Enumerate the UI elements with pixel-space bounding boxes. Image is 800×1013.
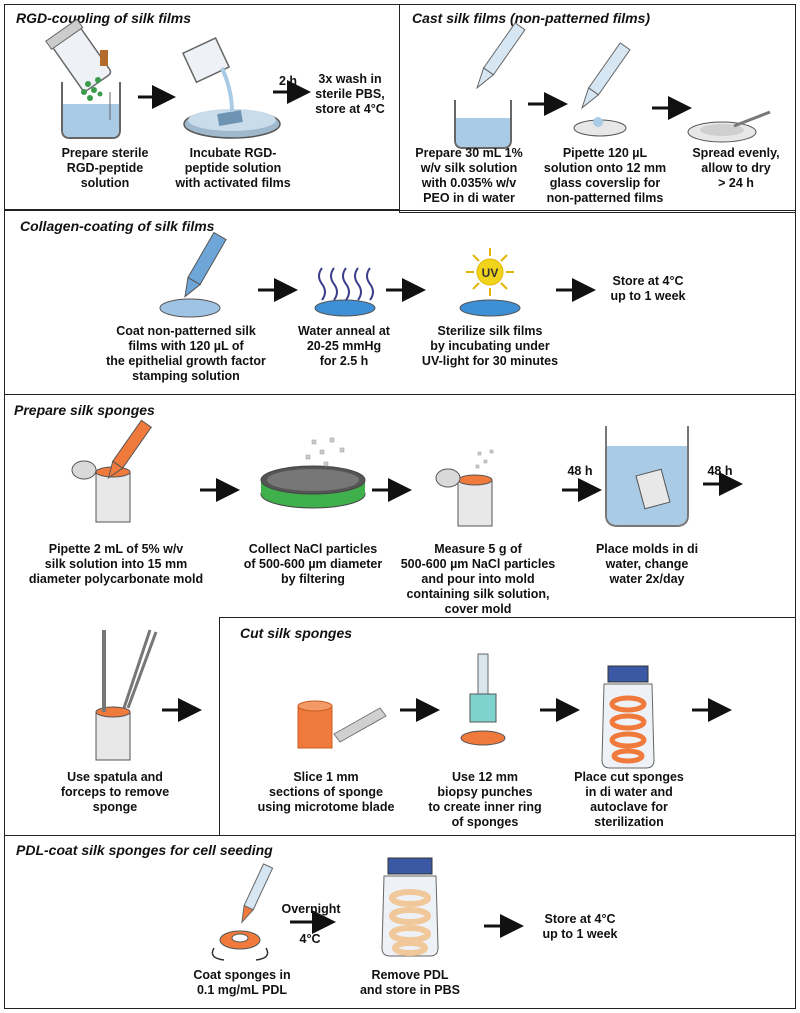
collagen-step4-caption: Store at 4°C up to 1 week (610, 274, 686, 303)
peptide-particles-icon (81, 77, 103, 101)
pipette-icon (581, 42, 631, 110)
rgd-title: RGD-coupling of silk films (16, 10, 192, 26)
vial-cap-icon (100, 50, 108, 66)
beaker-icon (61, 82, 121, 139)
cut-step1-caption: Slice 1 mm sections of sponge using micr… (257, 770, 395, 814)
film-icon (459, 299, 521, 317)
sponges-arrow-label-b: 48 h (707, 464, 733, 478)
cast-title: Cast silk films (non-patterned films) (412, 10, 651, 26)
vial-icon (381, 857, 439, 957)
sponges-step1-caption: Pipette 2 mL of 5% w/v silk solution int… (28, 542, 204, 586)
petri-dish-icon (183, 109, 281, 139)
blade-icon (333, 707, 387, 743)
pipette-icon (107, 419, 152, 480)
pipette-icon (241, 863, 274, 924)
pouring-cup-icon (181, 37, 231, 84)
pdl-step1-caption: Coat sponges in 0.1 mg/mL PDL (193, 968, 291, 997)
mold-icon (71, 460, 131, 523)
pdl-title: PDL-coat silk sponges for cell seeding (16, 842, 273, 858)
uv-sun-icon (466, 248, 514, 296)
sponges-step5-caption: Use spatula and forceps to remove sponge (60, 770, 170, 814)
pdl-step3-caption: Store at 4°C up to 1 week (542, 912, 618, 941)
sponges-step4-caption: Place molds in di water, change water 2x… (595, 542, 699, 586)
collagen-title: Collagen-coating of silk films (20, 218, 215, 234)
salt-particles-icon (475, 449, 494, 469)
forceps-icon (122, 629, 158, 709)
mold-icon (435, 468, 493, 527)
sponges-step2-caption: Collect NaCl particles of 500-600 µm dia… (243, 542, 383, 586)
uv-label: UV (482, 266, 499, 280)
sponges-step3-caption: Measure 5 g of 500-600 µm NaCl particles… (400, 542, 556, 616)
beaker-icon (605, 426, 689, 527)
sponges-arrow-label-a: 48 h (567, 464, 593, 478)
cast-step3-caption: Spread evenly, allow to dry > 24 h (692, 146, 780, 190)
tube-icon (45, 18, 112, 92)
rgd-step2-caption: Incubate RGD- peptide solution with acti… (175, 146, 291, 190)
rgd-step1-caption: Prepare sterile RGD-peptide solution (61, 146, 149, 190)
cut-title: Cut silk sponges (240, 625, 353, 641)
spread-coverslip-icon (687, 110, 771, 143)
film-icon (159, 298, 221, 318)
sponge-cylinder-icon (297, 700, 333, 749)
pipette-icon (184, 231, 227, 298)
collagen-step2-caption: Water anneal at 20-25 mmHg for 2.5 h (298, 324, 390, 368)
film-icon (314, 299, 376, 317)
mold-icon (95, 706, 131, 761)
filter-sieve-icon (260, 465, 366, 509)
pdl-arrow-label-top: Overnight (281, 902, 341, 916)
cut-step3-caption: Place cut sponges in di water and autocl… (574, 770, 684, 829)
pdl-step2-caption: Remove PDL and store in PBS (359, 968, 461, 997)
collagen-step1-caption: Coat non-patterned silk films with 120 µ… (106, 324, 266, 383)
beaker-icon (454, 100, 512, 149)
cast-step2-caption: Pipette 120 µL solution onto 12 mm glass… (543, 146, 667, 205)
pour-stream (220, 67, 234, 113)
vial-icon (601, 665, 655, 769)
collagen-step3-caption: Sterilize silk films by incubating under… (421, 324, 559, 368)
pdl-arrow-label-bottom: 4°C (299, 932, 321, 946)
panel-pdl-coat (4, 835, 796, 1009)
cut-step2-caption: Use 12 mm biopsy punches to create inner… (428, 770, 542, 829)
biopsy-punch-icon (460, 653, 506, 746)
rgd-arrow-label: 2 h (278, 74, 298, 88)
cast-step1-caption: Prepare 30 mL 1% w/v silk solution with … (415, 146, 523, 205)
salt-particles-icon (305, 437, 345, 467)
rgd-step3-caption: 3x wash in sterile PBS, store at 4°C (315, 72, 385, 116)
sponge-ring-icon (211, 930, 269, 961)
pipette-icon (476, 22, 526, 90)
water-vapor-icon (318, 267, 374, 301)
sponges-title: Prepare silk sponges (14, 402, 155, 418)
coverslip-icon (573, 117, 627, 137)
panel-cast-films (399, 4, 796, 213)
